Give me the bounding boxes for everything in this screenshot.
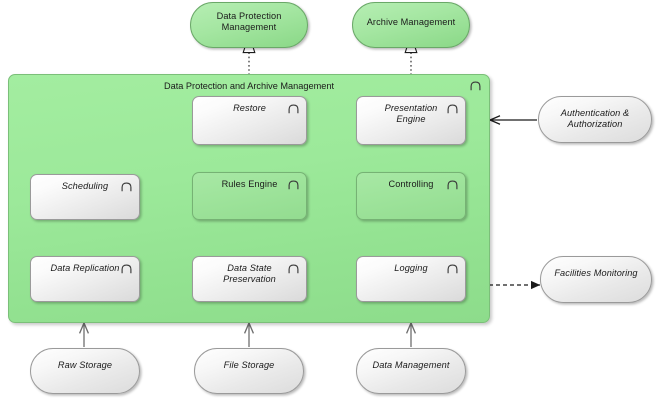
application-component-icon bbox=[288, 180, 299, 190]
node-facilities-monitoring[interactable]: Facilities Monitoring bbox=[540, 256, 652, 303]
application-component-icon bbox=[121, 182, 132, 192]
node-data-replication[interactable]: Data Replication bbox=[30, 256, 140, 302]
node-data-state-preservation[interactable]: Data State Preservation bbox=[192, 256, 307, 302]
node-label: Raw Storage bbox=[57, 360, 113, 370]
node-scheduling[interactable]: Scheduling bbox=[30, 174, 140, 220]
node-file-storage[interactable]: File Storage bbox=[194, 348, 304, 394]
node-controlling[interactable]: Controlling bbox=[356, 172, 466, 220]
application-component-icon bbox=[447, 264, 458, 274]
node-label: Logging bbox=[394, 263, 428, 273]
group-title: Data Protection and Archive Management bbox=[163, 81, 335, 91]
node-rules-engine[interactable]: Rules Engine bbox=[192, 172, 307, 220]
application-component-icon bbox=[470, 81, 481, 91]
node-label: Scheduling bbox=[61, 181, 109, 191]
node-label: Data Replication bbox=[50, 263, 120, 273]
node-label: Data Management bbox=[372, 360, 450, 370]
node-label: Archive Management bbox=[366, 17, 456, 27]
node-label: Controlling bbox=[388, 179, 434, 189]
application-component-icon bbox=[288, 104, 299, 114]
node-restore[interactable]: Restore bbox=[192, 96, 307, 145]
node-data-protection-management[interactable]: Data Protection Management bbox=[190, 2, 308, 48]
node-label: Authentication & Authorization bbox=[560, 108, 630, 129]
node-logging[interactable]: Logging bbox=[356, 256, 466, 302]
application-component-icon bbox=[447, 104, 458, 114]
node-label: Data State Preservation bbox=[223, 263, 276, 284]
node-archive-management[interactable]: Archive Management bbox=[352, 2, 470, 48]
application-component-icon bbox=[288, 264, 299, 274]
node-label: Presentation Engine bbox=[384, 103, 438, 124]
node-label: File Storage bbox=[223, 360, 275, 370]
node-data-management[interactable]: Data Management bbox=[356, 348, 466, 394]
node-authentication-authorization[interactable]: Authentication & Authorization bbox=[538, 96, 652, 143]
node-label: Data Protection Management bbox=[216, 11, 282, 32]
node-raw-storage[interactable]: Raw Storage bbox=[30, 348, 140, 394]
node-label: Rules Engine bbox=[221, 179, 278, 189]
node-label: Restore bbox=[233, 103, 266, 113]
application-component-icon bbox=[447, 180, 458, 190]
node-label: Facilities Monitoring bbox=[554, 268, 638, 278]
application-component-icon bbox=[121, 264, 132, 274]
node-presentation-engine[interactable]: Presentation Engine bbox=[356, 96, 466, 145]
